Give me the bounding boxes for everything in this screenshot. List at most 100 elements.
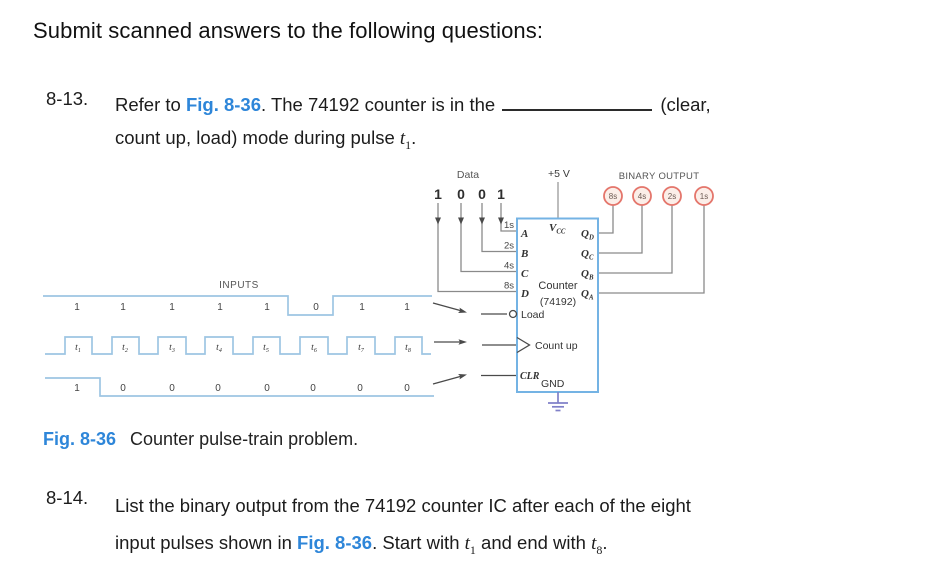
pin-c: C [521,268,529,280]
t-base: t [358,343,361,353]
data-bits: 1 0 0 1 [434,186,505,202]
lamp-label: 1s [700,192,708,201]
wire-qa-1s [598,205,705,294]
pulse-label-t8: t8 [405,343,411,354]
pin-b: B [520,248,528,260]
load-value: 0 [313,302,319,313]
t-base: t [216,343,219,353]
ground-icon [548,392,568,412]
data-arrowheads [435,217,504,225]
wire-data-1s [500,203,517,232]
figure-caption-text: Counter pulse-train problem. [130,429,359,449]
question-8-13-number: 8-13. [46,88,89,109]
q14-line1: List the binary output from the 74192 co… [115,495,691,516]
load-value: 1 [264,302,270,313]
q14-text-segment: and end with [475,532,592,553]
clock-pulse-labels: t1 t2 t3 t4 t5 t6 t7 t8 [75,343,411,354]
question-8-13: Refer to Fig. 8-36. The 74192 counter is… [115,88,815,155]
t-subscript: 2 [125,348,128,354]
load-active-low-bubble-icon [508,309,518,319]
clear-value: 0 [310,383,316,394]
output-lamp-4s [632,186,652,206]
input-arrows [432,302,516,385]
inputs-label: INPUTS [219,280,259,291]
data-label: Data [457,169,479,181]
clr-pin-label: CLR [520,371,540,382]
lamp-label: 8s [609,192,617,201]
load-value: 1 [359,302,365,313]
pulse-label-t3: t3 [169,343,175,354]
weight-label-4s: 4s [504,261,514,272]
figure-caption: Fig. 8-36 Counter pulse-train problem. [43,429,358,450]
question-8-14-number: 8-14. [46,487,89,508]
clear-value: 0 [357,383,363,394]
clear-value: 0 [264,383,270,394]
waveform-load [43,295,432,316]
output-lamp-1s [694,186,714,206]
page-title: Submit scanned answers to the following … [33,18,544,43]
pulse-label-t4: t4 [216,343,222,354]
pin-qc: QC [581,248,594,262]
arrow-right-icon [458,339,467,345]
q-subscript: A [588,295,594,302]
q13-line1: Refer to Fig. 8-36. The 74192 counter is… [115,94,711,115]
data-bit: 0 [457,186,465,202]
clear-value: 1 [74,383,80,394]
q14-text-segment: . [602,532,608,553]
q-base: Q [581,228,589,240]
weight-labels: 1s 2s 4s 8s [504,220,514,292]
wire-data-4s [460,203,517,273]
t-base: t [75,343,78,353]
clear-waveform-values: 1 0 0 0 0 0 0 0 [74,383,410,394]
q13-text-segment: (clear, [660,94,711,115]
clock-wedge-icon [516,336,531,354]
q14-line2: input pulses shown in Fig. 8-36. Start w… [115,532,608,556]
load-value: 1 [120,302,126,313]
t-subscript: 5 [266,348,269,354]
q13-text-segment: . The 74192 counter is in the [261,94,501,115]
vcc-base: V [549,222,558,234]
lamp-label: 4s [638,192,646,201]
load-pin-label: Load [521,309,545,321]
gnd-pin-label: GND [541,378,565,390]
input-arrowheads [458,307,467,380]
q13-line2: count up, load) mode during pulse t1. [115,127,416,151]
arrow-down-icon [498,217,504,225]
t-subscript: 8 [408,348,411,354]
pin-d: D [520,288,529,300]
t-subscript: 3 [171,348,175,354]
t-base: t [405,343,408,353]
answer-blank [502,95,653,111]
binary-output-indicators: 8s 4s 2s 1s [603,186,714,206]
variable-base: t [399,128,406,149]
data-bit: 0 [478,186,486,202]
load-value: 1 [217,302,223,313]
wire-qc-4s [598,205,643,254]
wire-data-8s [437,203,517,293]
vcc-subscript: CC [556,229,566,236]
pulse-label-t1: t1 [75,343,81,354]
figure-caption-label: Fig. 8-36 [43,429,117,449]
chip-input-pins: A B C D [520,228,529,300]
weight-label-2s: 2s [504,241,514,252]
pin-qb: QB [581,268,594,282]
q-base: Q [581,268,589,280]
counter-chip-74192 [516,217,599,393]
waveform-clear [45,377,434,397]
q-subscript: D [588,235,594,242]
q14-text-segment: . Start with [372,532,465,553]
q-base: Q [581,248,589,260]
load-value: 1 [74,302,80,313]
t-base: t [169,343,172,353]
pulse-variable-t1: t1 [399,128,411,151]
weight-label-8s: 8s [504,281,514,292]
data-bit: 1 [497,186,505,202]
count-up-pin-label: Count up [535,340,578,352]
pulse-variable-t1: t1 [465,533,476,556]
load-value: 1 [404,302,410,313]
output-wires [598,205,705,294]
vcc-pin-label: VCC [549,222,566,236]
waveforms [43,295,434,397]
